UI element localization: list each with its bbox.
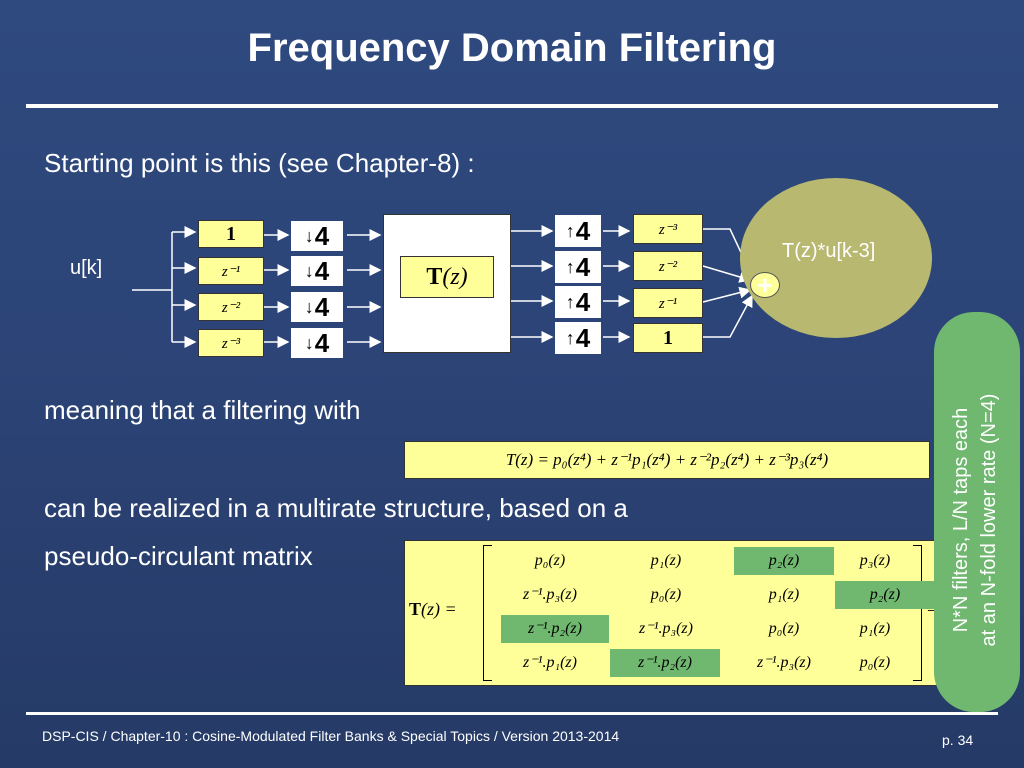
page-title: Frequency Domain Filtering [247,26,777,70]
matrix-cell: p₁(z) [768,586,800,603]
down-arrow-icon: ↓ [304,260,314,281]
intro-text: Starting point is this (see Chapter-8) : [44,148,475,178]
matrix-cell-highlighted: p₂(z) [734,547,834,575]
left-bracket [483,545,492,681]
side-note-line-2: at an N-fold lower rate (N=4) [978,393,1000,647]
pseudo-circulant-matrix: T(z) = = p₀(z) p₁(z) p₂(z) p₃(z) z⁻¹.p₃(… [404,540,948,686]
pseudo-circulant-text: pseudo-circulant matrix [44,541,313,571]
matrix-trailing-equals: = [927,599,938,619]
adder-node [750,272,780,298]
matrix-cell: p₁(z) [650,552,682,569]
side-note-line-1: N*N filters, L/N taps each [950,407,972,633]
decimator-2: ↓4 [291,256,343,286]
interpolator-2: ↑4 [555,251,601,283]
up-arrow-icon: ↑ [565,220,575,241]
footer-text: DSP-CIS / Chapter-10 : Cosine-Modulated … [42,728,620,744]
interpolator-3: ↑4 [555,286,601,318]
meaning-text: meaning that a filtering with [44,395,361,425]
matrix-cell: z⁻¹.p₁(z) [523,654,577,671]
matrix-cell: z⁻¹.p₃(z) [757,654,811,671]
down-arrow-icon: ↓ [304,225,314,246]
right-delay-z1: z⁻¹ [633,288,703,318]
down-arrow-icon: ↓ [304,296,314,317]
matrix-cell-highlighted: z⁻¹.p₂(z) [501,615,609,643]
matrix-cell: p₃(z) [859,552,891,569]
matrix-cell: z⁻¹.p₃(z) [639,620,693,637]
down-arrow-icon: ↓ [304,332,314,353]
right-delay-z2: z⁻² [633,251,703,281]
right-delay-z3: z⁻³ [633,214,703,244]
polyphase-formula: T(z) = p₀(z⁴) + z⁻¹p₁(z⁴) + z⁻²p₂(z⁴) + … [404,441,930,479]
decimator-3: ↓4 [291,292,343,322]
up-arrow-icon: ↑ [565,327,575,348]
matrix-cell: p₀(z) [768,620,800,637]
matrix-cell: z⁻¹.p₃(z) [523,586,577,603]
matrix-lhs: T(z) = [409,599,457,619]
up-arrow-icon: ↑ [565,256,575,277]
matrix-cell-highlighted: z⁻¹.p₂(z) [610,649,720,677]
matrix-cell: p₁(z) [859,620,891,637]
matrix-cell: p₀(z) [859,654,891,671]
side-note-text: N*N filters, L/N taps each at an N-fold … [947,320,1007,720]
output-ellipse [740,178,932,338]
page-number: p. 34 [942,732,974,748]
adder-plus-icon: + [757,270,773,300]
interpolator-1: ↑4 [555,215,601,247]
decimator-1: ↓4 [291,221,343,251]
title-divider [26,104,998,108]
left-delay-z3: z⁻³ [198,329,264,357]
side-note-box [934,312,1020,712]
decimator-4: ↓4 [291,328,343,358]
matrix-cell-highlighted: p₂(z) [835,581,935,609]
left-delay-1: 1 [198,220,264,248]
up-arrow-icon: ↑ [565,291,575,312]
footer-divider [26,712,998,715]
realization-text: can be realized in a multirate structure… [44,493,628,523]
output-label: T(z)*u[k-3] [782,240,876,262]
matrix-cell: p₀(z) [534,552,566,569]
left-delay-z2: z⁻² [198,293,264,321]
interpolator-4: ↑4 [555,322,601,354]
left-delay-z1: z⁻¹ [198,257,264,285]
right-delay-1: 1 [633,323,703,353]
matrix-cell: p₀(z) [650,586,682,603]
transfer-matrix-label: T(z) [400,256,494,298]
right-bracket [913,545,922,681]
input-label: u[k] [70,257,103,279]
